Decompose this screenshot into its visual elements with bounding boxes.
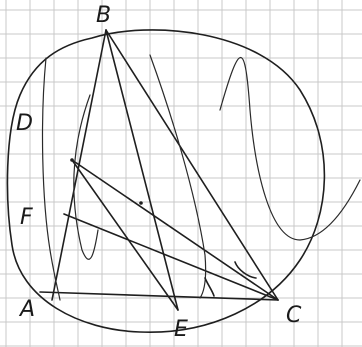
curve-right: [219, 57, 361, 241]
label-b: B: [96, 3, 111, 28]
angle-arc-c: [234, 261, 257, 279]
curve-left: [41, 57, 61, 301]
curve-center: [149, 54, 207, 299]
label-a: A: [18, 297, 35, 322]
center-dot: [139, 201, 143, 205]
segment-bc: [105, 29, 279, 301]
segment-b-e: [105, 29, 179, 311]
label-e: E: [174, 317, 188, 342]
segment-inner-e: [71, 159, 179, 311]
label-d: D: [16, 111, 33, 136]
angle-arc-c-inner: [204, 277, 215, 297]
segment-ac: [39, 291, 279, 301]
label-f: F: [20, 205, 33, 230]
circumcircle: [6, 29, 326, 333]
point-mark: [70, 158, 74, 162]
curve-middle: [73, 94, 99, 260]
segment-fc: [63, 213, 279, 301]
label-c: C: [286, 303, 302, 328]
segment-inner-c: [71, 159, 279, 301]
